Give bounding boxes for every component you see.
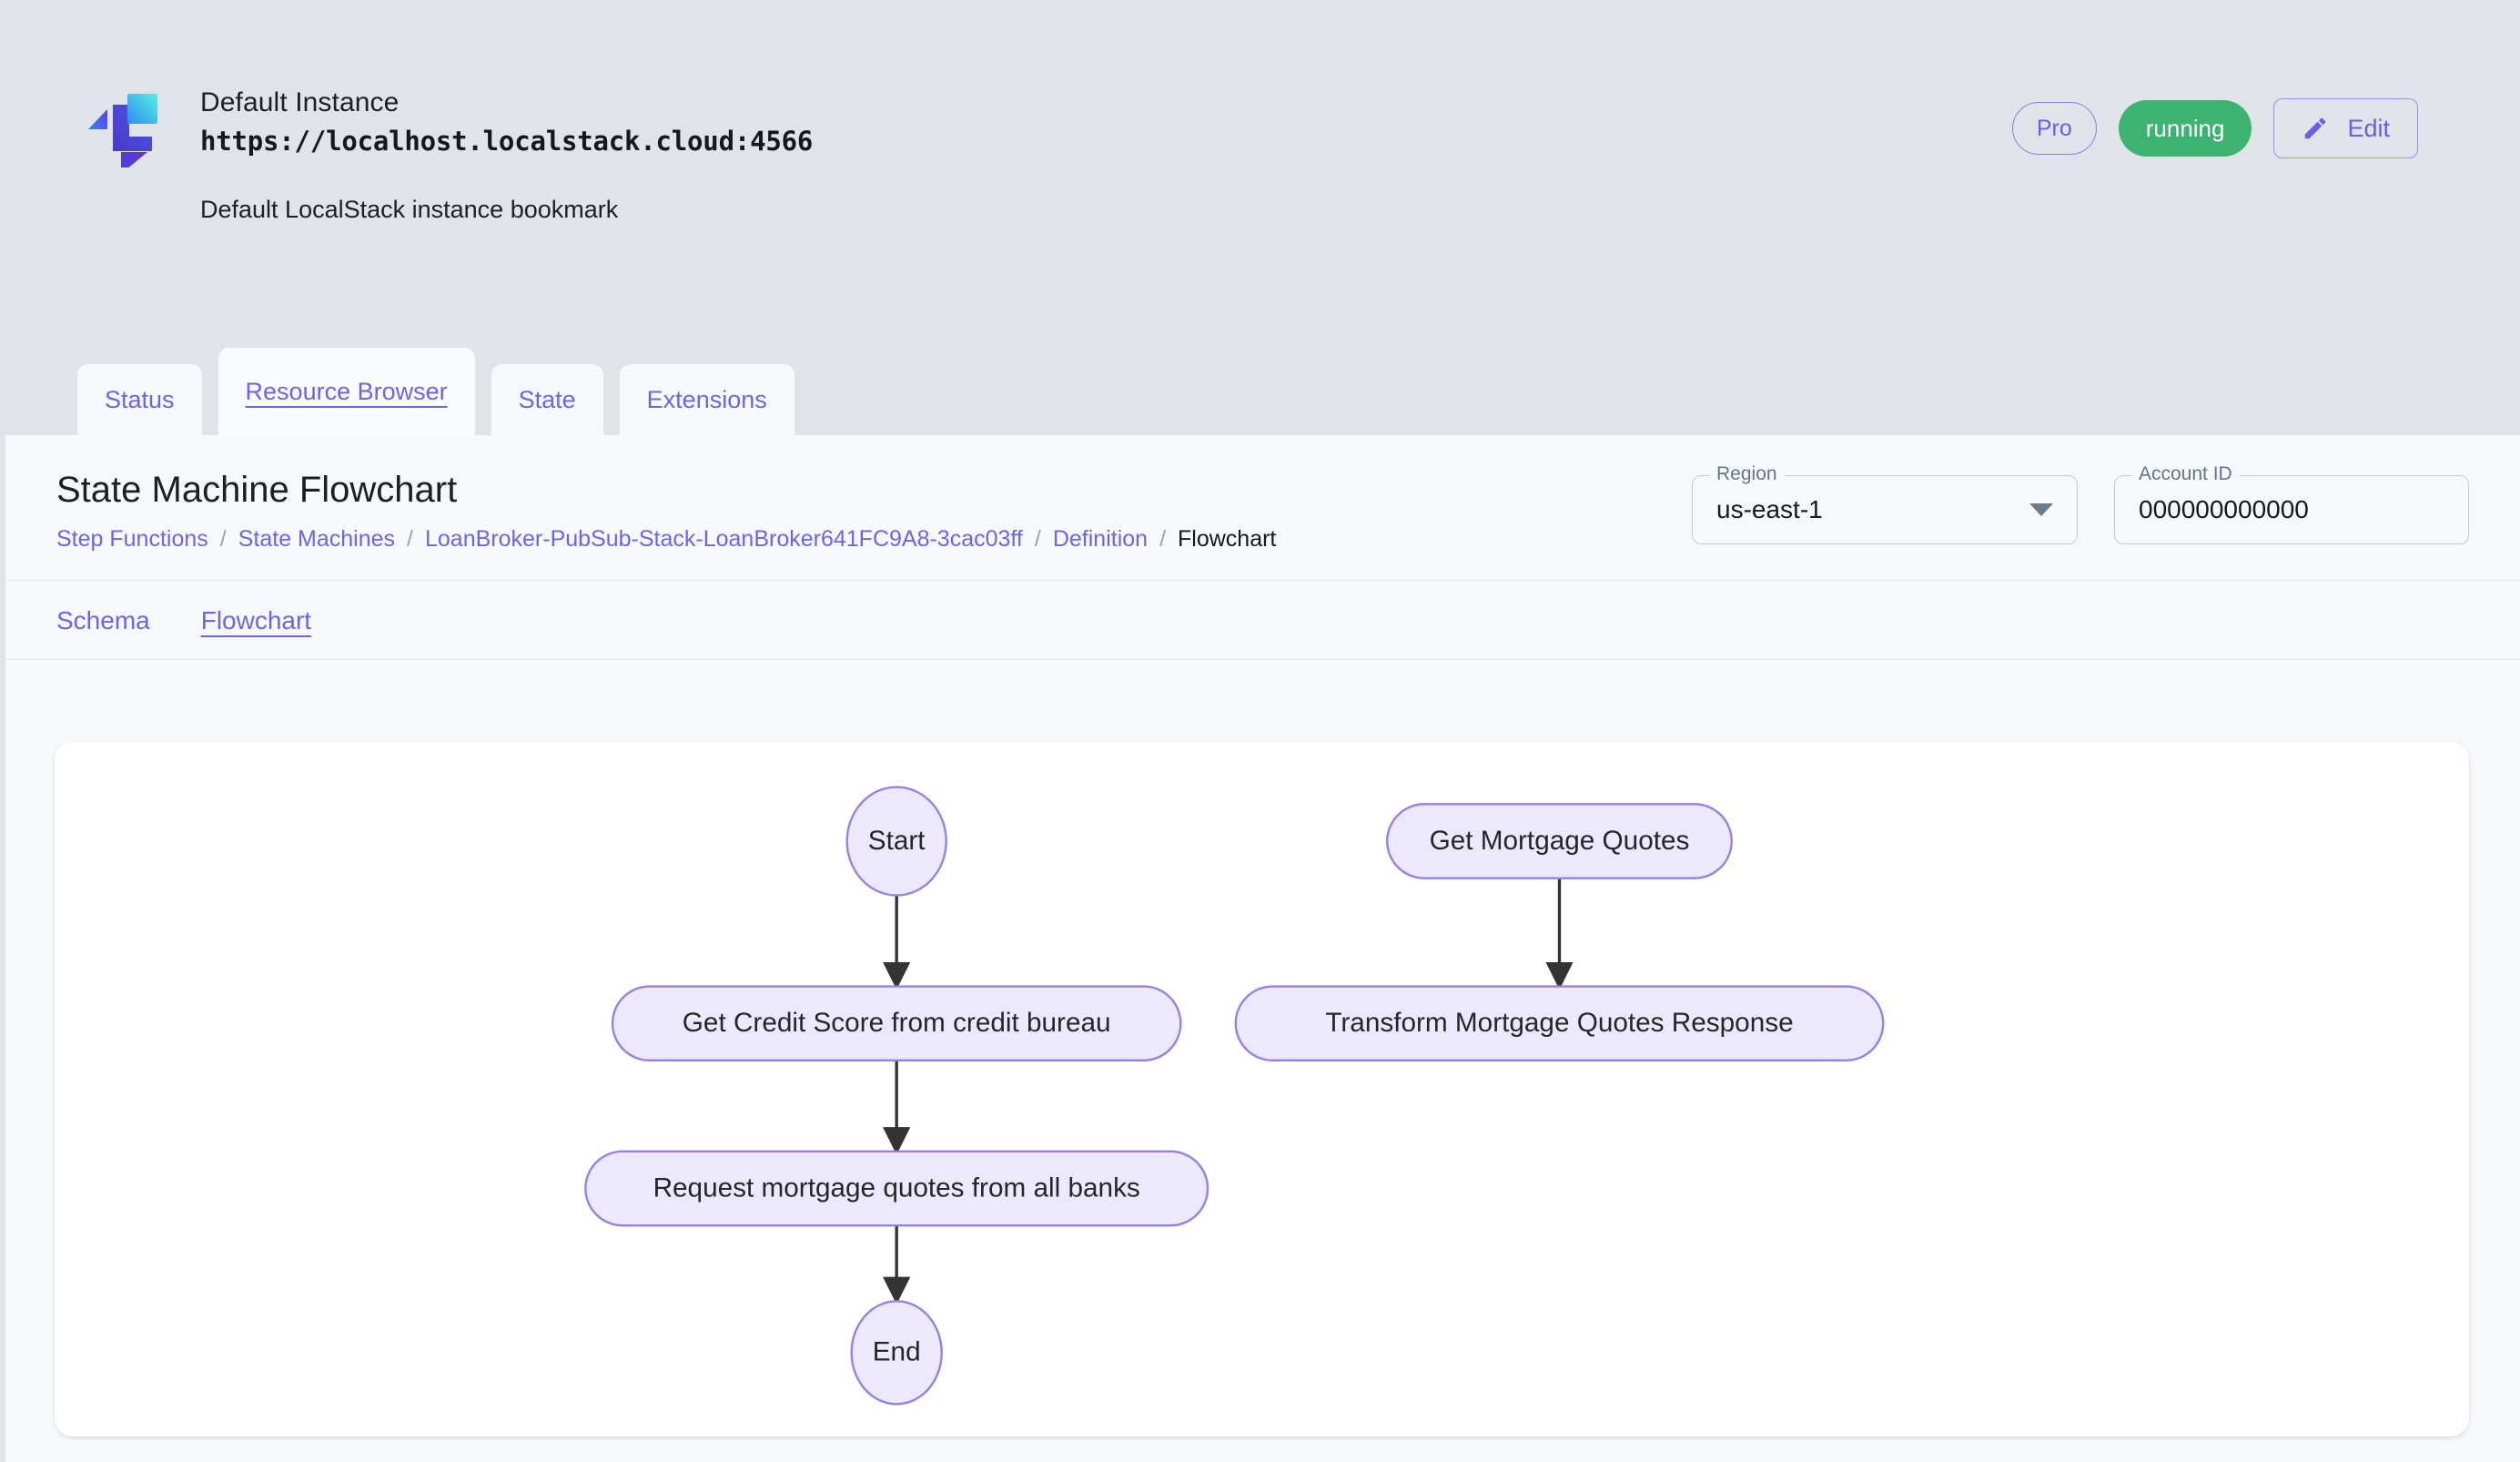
tab-state[interactable]: State [491,364,603,435]
flow-node-shape [845,786,947,897]
flow-node-shape [611,985,1182,1061]
subtab-flowchart[interactable]: Flowchart [200,606,312,635]
edit-button[interactable]: Edit [2273,98,2418,158]
view-subtabs: Schema Flowchart [5,581,2520,660]
flowchart-edges [883,878,1574,1305]
breadcrumb-item-state-machine-name[interactable]: LoanBroker-PubSub-Stack-LoanBroker641FC9… [425,526,1023,552]
flow-node-end[interactable]: End [850,1300,943,1406]
flow-node-label: End [873,1337,921,1367]
breadcrumb-separator: / [219,526,227,552]
instance-text-block: Default Instance https://localhost.local… [200,84,813,226]
account-id-field[interactable]: Account ID 000000000000 [2114,463,2469,544]
breadcrumb-item-step-functions[interactable]: Step Functions [56,526,208,552]
account-id-value: 000000000000 [2139,495,2309,523]
flow-node-start[interactable]: Start [845,786,947,897]
page-title: State Machine Flowchart [56,470,458,510]
subtab-schema[interactable]: Schema [56,606,150,635]
region-select[interactable]: Region us-east-1 [1692,463,2078,544]
breadcrumb-item-flowchart: Flowchart [1178,526,1277,552]
tab-extensions[interactable]: Extensions [619,364,794,435]
flow-node-request[interactable]: Request mortgage quotes from all banks [584,1150,1209,1227]
account-id-label: Account ID [2131,463,2240,485]
pro-badge[interactable]: Pro [2011,102,2097,155]
flow-node-transform[interactable]: Transform Mortgage Quotes Response [1234,985,1885,1061]
region-value: us-east-1 [1716,495,1823,523]
breadcrumb-item-definition[interactable]: Definition [1052,526,1149,552]
breadcrumb-separator: / [407,526,413,552]
instance-url: https://localhost.localstack.cloud:4566 [200,125,814,157]
pencil-icon [2302,115,2329,142]
breadcrumb: Step Functions / State Machines / LoanBr… [56,526,1276,553]
tab-resource-browser[interactable]: Resource Browser [218,348,475,435]
context-selectors: Region us-east-1 Account ID 000000000000 [1692,463,2469,544]
panel-header: State Machine Flowchart Step Functions /… [5,435,2520,581]
status-badge[interactable]: running [2118,100,2252,157]
main-tab-strip: Status Resource Browser State Extensions [77,348,794,435]
tab-status-label: Status [105,385,175,413]
instance-name: Default Instance [200,87,400,117]
flow-node-credit[interactable]: Get Credit Score from credit bureau [611,985,1182,1061]
flow-node-label: Get Mortgage Quotes [1430,826,1690,856]
edit-button-label: Edit [2347,114,2390,142]
flow-node-label: Transform Mortgage Quotes Response [1325,1008,1793,1038]
breadcrumb-item-state-machines[interactable]: State Machines [238,526,396,552]
flow-node-shape [1234,985,1885,1061]
flow-node-label: Get Credit Score from credit bureau [683,1008,1111,1038]
flow-node-label: Start [868,826,926,856]
tab-status[interactable]: Status [77,364,202,435]
tab-state-label: State [518,385,576,413]
breadcrumb-separator: / [1034,526,1041,552]
app-header: Default Instance https://localhost.local… [0,0,2520,435]
flow-node-shape [584,1150,1209,1227]
flow-node-getquotes[interactable]: Get Mortgage Quotes [1386,803,1733,879]
instance-description: Default LocalStack instance bookmark [200,195,619,223]
localstack-logo [84,87,164,174]
region-label: Region [1709,463,1785,485]
tab-resource-browser-label: Resource Browser [245,377,448,405]
header-actions: Pro running Edit [2011,98,2418,158]
flow-node-label: Request mortgage quotes from all banks [653,1173,1140,1203]
flow-node-shape [850,1300,943,1406]
breadcrumb-separator: / [1159,526,1167,552]
main-panel: State Machine Flowchart Step Functions /… [5,435,2520,1462]
page-heading-group: State Machine Flowchart Step Functions /… [56,468,1276,553]
chevron-down-icon [2029,503,2053,516]
flow-node-shape [1386,803,1733,879]
instance-block: Default Instance https://localhost.local… [84,84,813,226]
tab-extensions-label: Extensions [646,385,767,413]
